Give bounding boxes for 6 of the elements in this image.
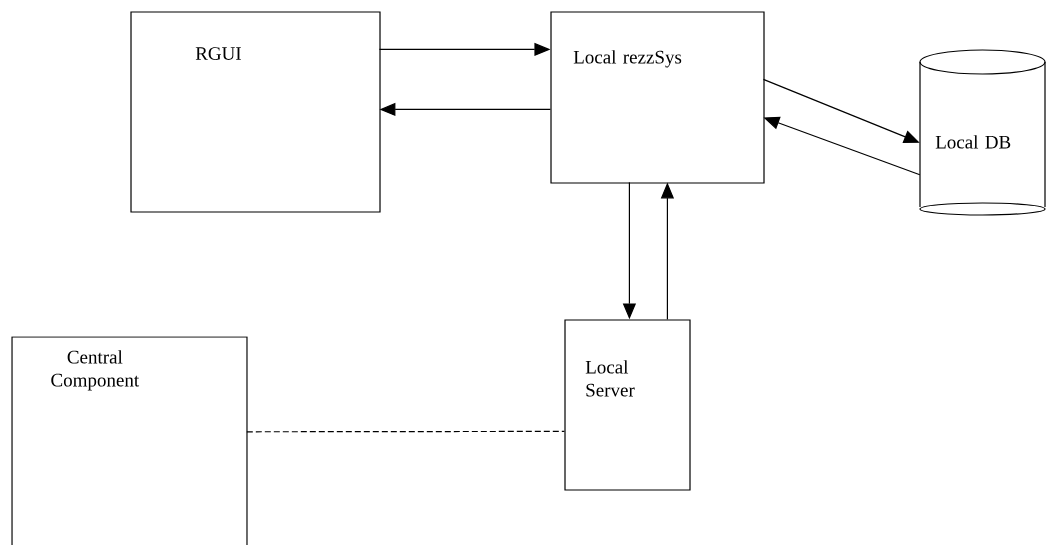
process-box: RGUI [130, 11, 381, 213]
component-box: Central Component [11, 336, 248, 545]
node-label: Local DB [935, 135, 1011, 149]
server-box: Local Server [564, 319, 691, 491]
process-box: Local rezzSys [550, 11, 765, 184]
database-cylinder: Local DB [919, 49, 1046, 216]
